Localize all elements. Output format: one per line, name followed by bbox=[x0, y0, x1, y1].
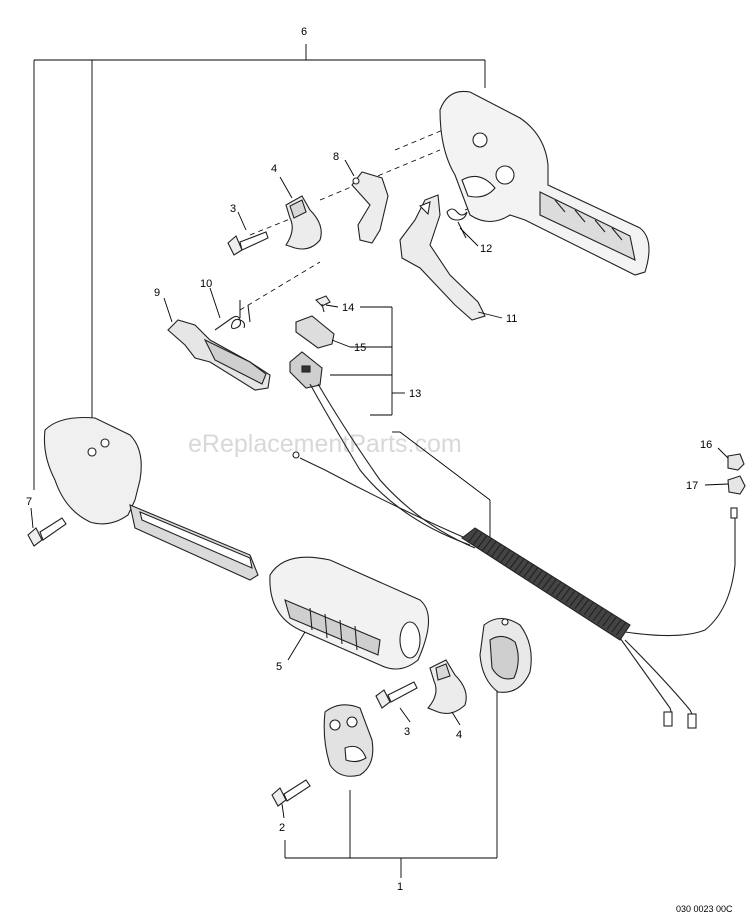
screw-2 bbox=[271, 779, 311, 807]
screw-14 bbox=[315, 295, 331, 313]
cable-cap-17 bbox=[727, 475, 746, 495]
bracket-6 bbox=[33, 44, 486, 490]
screw-upper bbox=[227, 231, 269, 256]
callout-2: 2 bbox=[279, 822, 285, 834]
callout-5: 5 bbox=[276, 661, 282, 673]
screw-7 bbox=[27, 517, 67, 547]
callout-4-lower: 4 bbox=[456, 729, 462, 741]
bracket-1 bbox=[284, 690, 498, 878]
callout-11: 11 bbox=[506, 313, 517, 325]
lever-spring bbox=[446, 208, 468, 239]
handle-clamp-upper bbox=[285, 195, 322, 250]
callout-8: 8 bbox=[333, 151, 339, 163]
callout-4-upper: 4 bbox=[271, 163, 277, 175]
grip-housing-left bbox=[323, 704, 374, 777]
callout-7: 7 bbox=[26, 496, 32, 508]
screw-lower bbox=[375, 681, 418, 709]
upper-handle-housing bbox=[439, 90, 650, 276]
callout-16: 16 bbox=[700, 439, 712, 451]
callout-9: 9 bbox=[154, 287, 160, 299]
callout-15: 15 bbox=[354, 342, 366, 354]
bracket-13 bbox=[330, 306, 491, 540]
switch-plate bbox=[295, 315, 335, 349]
watermark-text: eReplacementParts.com bbox=[188, 430, 462, 458]
drawing-number: 030 0023 00C bbox=[676, 904, 733, 914]
leader-lines bbox=[30, 159, 729, 819]
callout-labels: 6 4 3 8 12 11 9 10 14 15 13 16 17 7 5 3 … bbox=[26, 26, 712, 893]
throttle-lever bbox=[399, 194, 486, 321]
stop-switch-lever bbox=[167, 319, 271, 391]
grip-housing-right bbox=[479, 617, 532, 693]
handle-clamp-lower bbox=[427, 659, 467, 714]
stop-switch-wiring bbox=[289, 351, 476, 549]
callout-1: 1 bbox=[397, 881, 403, 893]
cable-nut-16 bbox=[727, 453, 745, 471]
callout-12: 12 bbox=[480, 243, 492, 255]
callout-17: 17 bbox=[686, 480, 698, 492]
lower-handle-housing bbox=[43, 416, 259, 581]
callout-13: 13 bbox=[409, 388, 421, 400]
callout-3-lower: 3 bbox=[404, 726, 410, 738]
cable-tails bbox=[619, 507, 738, 729]
throttle-trigger-lever bbox=[351, 171, 389, 244]
callout-10: 10 bbox=[200, 278, 212, 290]
corrugated-tube bbox=[461, 527, 631, 641]
callout-3-upper: 3 bbox=[230, 203, 236, 215]
torsion-spring bbox=[214, 300, 251, 331]
callout-14: 14 bbox=[342, 302, 354, 314]
throttle-cable bbox=[292, 451, 471, 541]
callout-6: 6 bbox=[301, 26, 307, 38]
handle-grip bbox=[269, 556, 430, 670]
